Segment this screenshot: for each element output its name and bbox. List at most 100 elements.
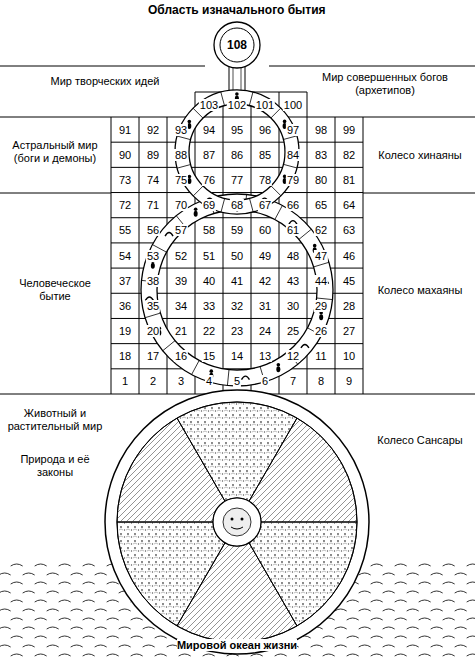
hub-face	[223, 508, 251, 536]
cell-number: 32	[230, 300, 244, 312]
grid-line	[111, 117, 363, 118]
grid-line	[195, 117, 196, 394]
label-text: Природа и её законы	[20, 453, 89, 478]
figure-head	[235, 92, 239, 96]
grid-line	[111, 142, 363, 143]
cell-number: 31	[258, 300, 272, 312]
cell-number: 82	[342, 149, 356, 161]
hub-eye	[231, 518, 234, 521]
cell-number: 23	[230, 325, 244, 337]
cell-number: 2	[149, 375, 157, 387]
cell-number: 55	[118, 224, 132, 236]
cell-number: 62	[314, 224, 328, 236]
ring-figures	[141, 194, 332, 385]
cell-number: 13	[258, 350, 272, 362]
grid-line	[111, 192, 363, 193]
cell-number: 57	[174, 224, 188, 236]
title-text: Область изначального бытия	[148, 3, 326, 17]
cell-number: 73	[118, 174, 132, 186]
cell-number: 76	[202, 174, 216, 186]
cell-number: 90	[118, 149, 132, 161]
circle-outer	[214, 22, 260, 68]
cell-number: 52	[174, 250, 188, 262]
label-text: Животный и растительный мир	[8, 407, 103, 432]
label-text: Мир совершенных богов (архетипов)	[322, 71, 448, 96]
cell-number: 15	[202, 350, 216, 362]
cell-number: 22	[202, 325, 216, 337]
cell-number: 75	[174, 174, 188, 186]
hinayana-ring	[175, 90, 299, 214]
wheel-sectors	[117, 402, 357, 642]
cell-number: 58	[202, 224, 216, 236]
cell-number: 42	[258, 275, 272, 287]
cell-number: 34	[174, 300, 188, 312]
cell-number: 26	[314, 325, 328, 337]
cell-number: 35	[146, 300, 160, 312]
cell-number: 72	[118, 199, 132, 211]
ring-divider	[283, 136, 297, 140]
region-lines	[0, 66, 475, 394]
cell-number: 3	[177, 375, 185, 387]
region-label: Мир совершенных богов (архетипов)	[300, 71, 470, 97]
cell-number: 45	[342, 275, 356, 287]
grid-line	[111, 117, 112, 394]
grid-line	[223, 117, 224, 394]
cell-number: 17	[146, 350, 160, 362]
cell-number: 101	[255, 99, 275, 111]
cell-number: 88	[174, 149, 188, 161]
board-grid	[111, 92, 363, 394]
region-label: Человеческое бытие	[4, 277, 106, 303]
cell-number: 92	[146, 124, 160, 136]
cell-number: 89	[146, 149, 160, 161]
stem	[229, 66, 245, 92]
cell-number: 67	[258, 199, 272, 211]
cell-number: 86	[230, 149, 244, 161]
cell-number: 40	[202, 275, 216, 287]
cell-number: 84	[286, 149, 300, 161]
stem-line	[241, 66, 242, 92]
cell-number: 94	[202, 124, 216, 136]
cell-number: 70	[174, 199, 188, 211]
figure-mark	[301, 344, 309, 348]
ring-divider	[271, 186, 281, 196]
ring-divider	[275, 205, 283, 219]
ring-figures	[177, 92, 297, 212]
region-label: Колесо махаяны	[368, 284, 472, 297]
cell-number: 61	[286, 224, 300, 236]
cell-number: 50	[230, 250, 244, 262]
cell-number: 91	[118, 124, 132, 136]
cell-number: 100	[283, 99, 303, 111]
wheel-inner	[117, 402, 357, 642]
cell-number: 99	[342, 124, 356, 136]
cell-number: 25	[286, 325, 300, 337]
ring-divider	[299, 229, 311, 239]
cell-number: 80	[314, 174, 328, 186]
cell-number: 1	[121, 375, 129, 387]
cell-number: 47	[314, 250, 328, 262]
mahayana-ring	[141, 194, 333, 386]
cell-number: 11	[314, 350, 327, 362]
figure-head	[188, 175, 192, 179]
grid-line	[139, 117, 140, 394]
cell-number: 81	[342, 174, 356, 186]
ring-divider	[177, 165, 191, 169]
cell-number: 29	[314, 300, 328, 312]
grid-line	[111, 242, 363, 243]
cell-number: 53	[146, 250, 160, 262]
cell-number: 39	[174, 275, 188, 287]
cell-number: 44	[314, 275, 328, 287]
figure-body	[276, 366, 280, 372]
cell-number: 83	[314, 149, 328, 161]
cell-number: 8	[317, 375, 325, 387]
stem-line	[233, 66, 234, 92]
cell-number: 71	[146, 199, 160, 211]
ring-divider	[250, 198, 254, 212]
wheel-sector	[249, 418, 357, 522]
cell-number: 56	[146, 224, 160, 236]
cell-number: 93	[174, 124, 188, 136]
region-label: Природа и её законы	[4, 453, 106, 479]
cell-number: 30	[286, 300, 300, 312]
ring-divider	[283, 164, 297, 168]
label-text: Колесо махаяны	[378, 284, 463, 296]
